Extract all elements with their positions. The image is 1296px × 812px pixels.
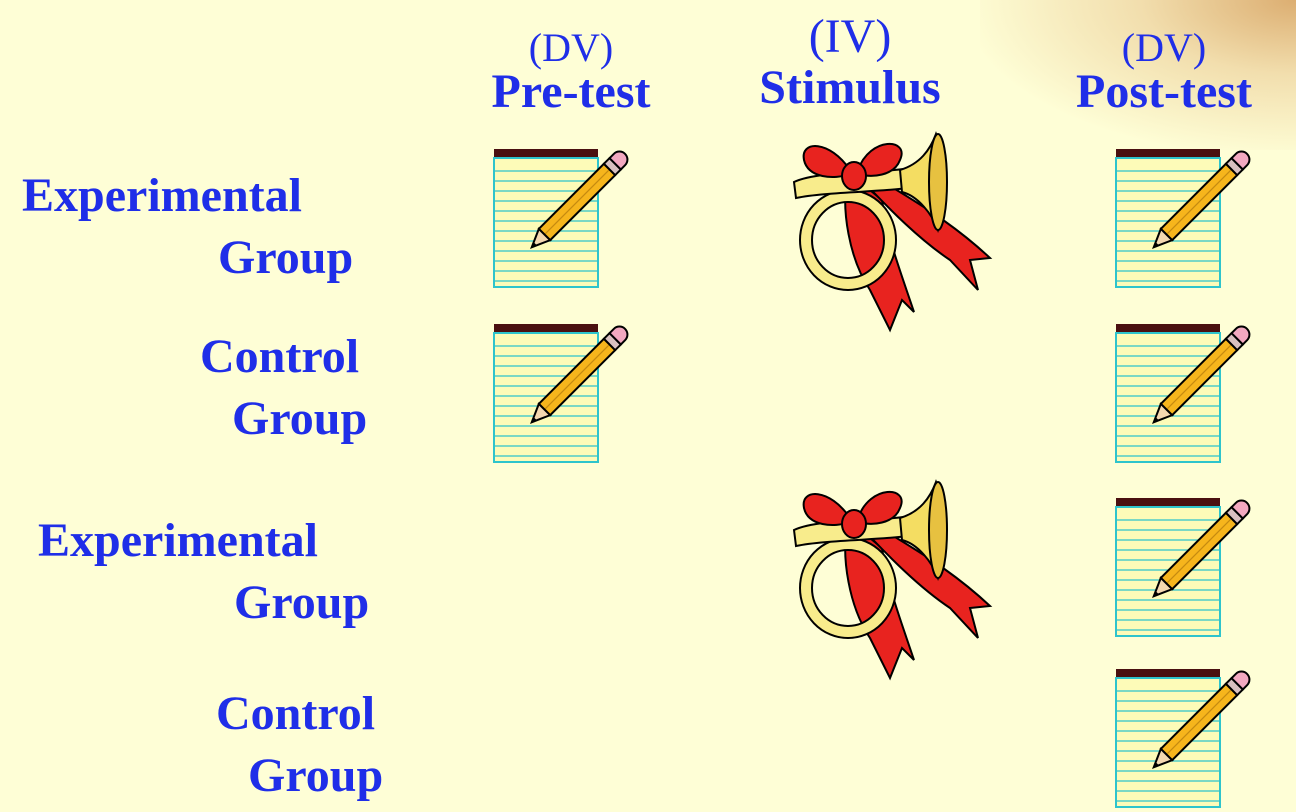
row-label-line2: Group — [218, 231, 354, 284]
notepad-pencil-icon — [488, 147, 638, 292]
notepad-pencil-icon — [1110, 147, 1260, 292]
pretest-variable-type: (DV) — [528, 25, 614, 70]
header-stimulus: (IV) Stimulus — [730, 10, 970, 112]
posttest-variable-type: (DV) — [1121, 25, 1207, 70]
row-label-line2: Group — [248, 749, 384, 802]
stimulus-title: Stimulus — [759, 61, 941, 114]
stimulus-variable-type: (IV) — [808, 10, 892, 63]
row-label-control-1: Control Group — [200, 326, 420, 450]
horn-with-ribbon-icon — [790, 130, 1010, 340]
header-posttest: (DV) Post-test — [1036, 28, 1292, 116]
row-label-experimental-1: Experimental Group — [22, 165, 402, 289]
row-label-line2: Group — [234, 576, 370, 629]
notepad-pencil-icon — [488, 322, 638, 467]
row-label-line1: Control — [216, 687, 376, 740]
notepad-pencil-icon — [1110, 322, 1260, 467]
row-label-line1: Experimental — [22, 169, 302, 222]
row-label-experimental-2: Experimental Group — [38, 510, 418, 634]
notepad-pencil-icon — [1110, 496, 1260, 641]
posttest-title: Post-test — [1076, 65, 1252, 118]
corner-decoration — [980, 0, 1296, 150]
row-label-line1: Control — [200, 330, 360, 383]
horn-with-ribbon-icon — [790, 478, 1010, 688]
pretest-title: Pre-test — [491, 65, 651, 118]
row-label-line2: Group — [232, 392, 368, 445]
header-pretest: (DV) Pre-test — [462, 28, 680, 116]
row-label-control-2: Control Group — [216, 683, 436, 807]
notepad-pencil-icon — [1110, 667, 1260, 812]
row-label-line1: Experimental — [38, 514, 318, 567]
